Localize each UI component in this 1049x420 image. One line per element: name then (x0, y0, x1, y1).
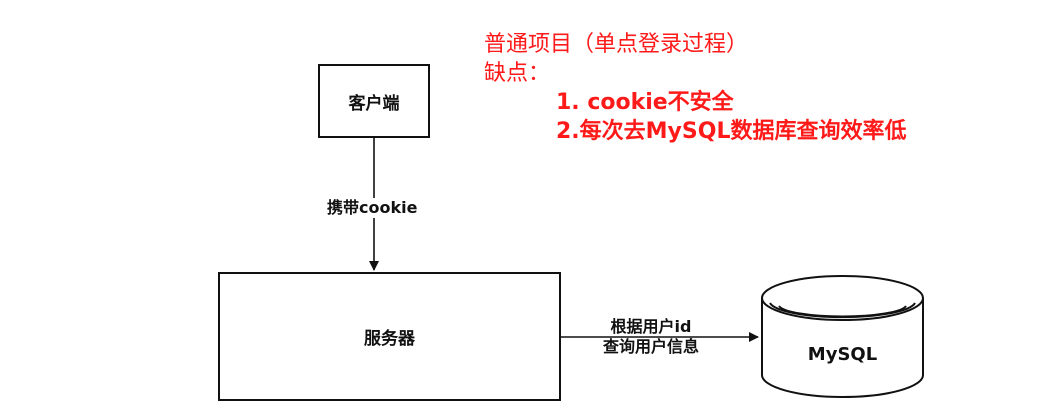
notes-title: 普通项目（单点登录过程） (484, 32, 749, 57)
database-cylinder (761, 275, 924, 398)
query-user-label: 根据用户id 查询用户信息 (603, 317, 699, 357)
notes-panel: 普通项目（单点登录过程） 缺点： 1. cookie不安全 2.每次去MySQL… (484, 30, 906, 146)
query-label-line1: 根据用户id (610, 317, 692, 336)
client-label: 客户端 (348, 93, 400, 114)
query-label-line2: 查询用户信息 (603, 337, 700, 356)
note-item: 2.每次去MySQL数据库查询效率低 (556, 119, 907, 144)
carry-cookie-label: 携带cookie (325, 198, 420, 218)
server-label: 服务器 (364, 329, 415, 349)
client-node: 客户端 (318, 64, 430, 138)
note-item: 1. cookie不安全 (556, 90, 734, 115)
database-label: MySQL (807, 344, 878, 365)
server-node: 服务器 (218, 272, 561, 401)
notes-subtitle: 缺点： (484, 61, 551, 86)
